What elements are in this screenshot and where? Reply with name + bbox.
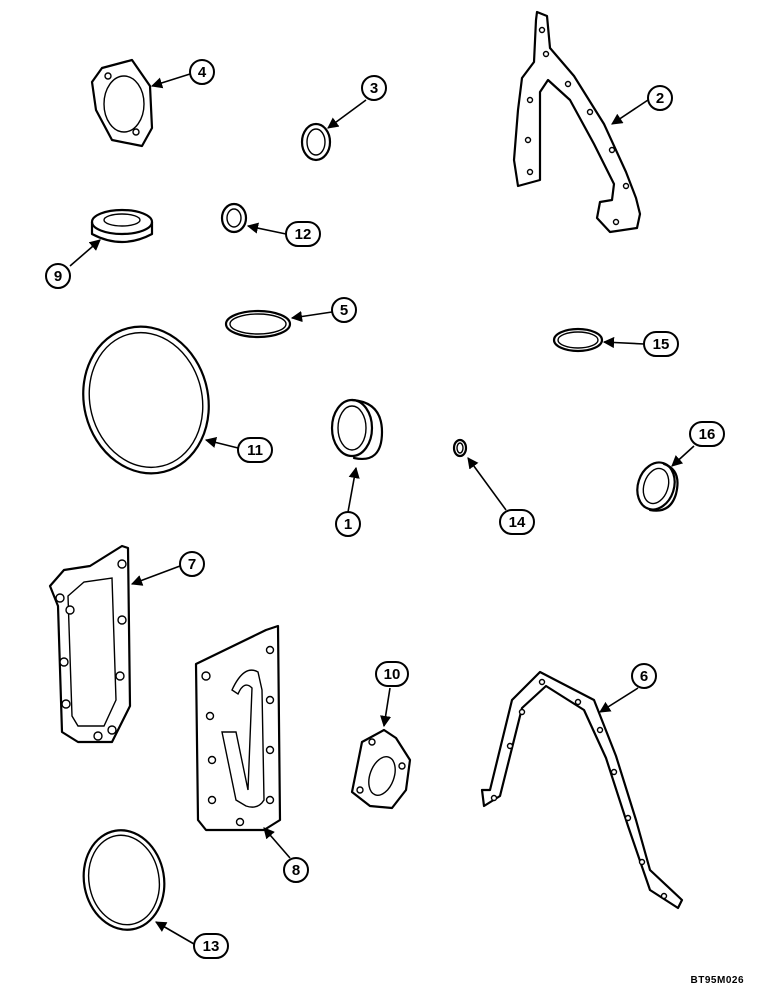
part-16-lip-seal <box>636 461 679 512</box>
leader-13 <box>155 921 195 945</box>
part-9-seal <box>90 208 154 244</box>
callout-14: 14 <box>499 509 535 535</box>
leader-1 <box>347 466 360 513</box>
svg-text:5: 5 <box>340 302 348 319</box>
part-12-seal-ring <box>220 202 248 234</box>
callout-13: 13 <box>193 933 229 959</box>
callout-5: 5 <box>331 297 357 323</box>
svg-text:2: 2 <box>656 90 664 107</box>
part-8-plate-gasket <box>194 624 282 832</box>
callout-8: 8 <box>283 857 309 883</box>
callout-4: 4 <box>189 59 215 85</box>
part-2-front-cover-gasket <box>512 10 642 234</box>
leader-2 <box>611 99 649 125</box>
svg-text:12: 12 <box>295 226 312 243</box>
svg-text:9: 9 <box>54 268 62 285</box>
leader-8 <box>263 827 291 859</box>
part-14-small-o-ring <box>452 438 468 458</box>
leader-14 <box>467 457 507 511</box>
svg-text:1: 1 <box>344 516 352 533</box>
part-1-lip-seal <box>330 398 384 461</box>
svg-text:11: 11 <box>247 442 263 459</box>
svg-text:10: 10 <box>384 666 401 683</box>
callout-9: 9 <box>45 263 71 289</box>
callout-12: 12 <box>285 221 321 247</box>
callout-15: 15 <box>643 331 679 357</box>
leader-7 <box>130 565 181 586</box>
part-15-o-ring <box>552 327 604 353</box>
callout-10: 10 <box>375 661 409 687</box>
part-6-arched-gasket <box>480 670 684 910</box>
svg-text:3: 3 <box>370 80 378 97</box>
part-10-small-gasket <box>350 728 412 810</box>
callout-16: 16 <box>689 421 725 447</box>
svg-text:16: 16 <box>699 426 716 443</box>
callout-1: 1 <box>335 511 361 537</box>
drawing-code: BT95M026 <box>690 975 744 986</box>
leader-9 <box>69 239 101 267</box>
part-4-flange-gasket <box>90 58 154 148</box>
leader-12 <box>246 222 287 235</box>
callout-11: 11 <box>237 437 273 463</box>
part-13-ring <box>82 829 166 931</box>
callout-6: 6 <box>631 663 657 689</box>
callout-7: 7 <box>179 551 205 577</box>
leader-3 <box>327 99 367 129</box>
svg-text:13: 13 <box>203 938 220 955</box>
leader-11 <box>204 437 239 449</box>
part-5-o-ring <box>224 309 292 339</box>
callout-2: 2 <box>647 85 673 111</box>
part-11-large-ring <box>82 325 210 475</box>
callout-3: 3 <box>361 75 387 101</box>
part-3-seal <box>300 122 332 162</box>
part-7-cover-gasket <box>48 544 132 744</box>
svg-text:7: 7 <box>188 556 196 573</box>
svg-text:6: 6 <box>640 668 648 685</box>
leader-5 <box>290 310 333 323</box>
svg-text:8: 8 <box>292 862 300 879</box>
leader-6 <box>599 687 639 713</box>
leader-4 <box>150 73 191 89</box>
svg-text:4: 4 <box>198 64 207 81</box>
svg-text:15: 15 <box>653 336 670 353</box>
svg-text:14: 14 <box>509 514 526 531</box>
leader-10 <box>380 687 392 728</box>
leader-16 <box>671 445 695 467</box>
leader-15 <box>602 336 645 349</box>
